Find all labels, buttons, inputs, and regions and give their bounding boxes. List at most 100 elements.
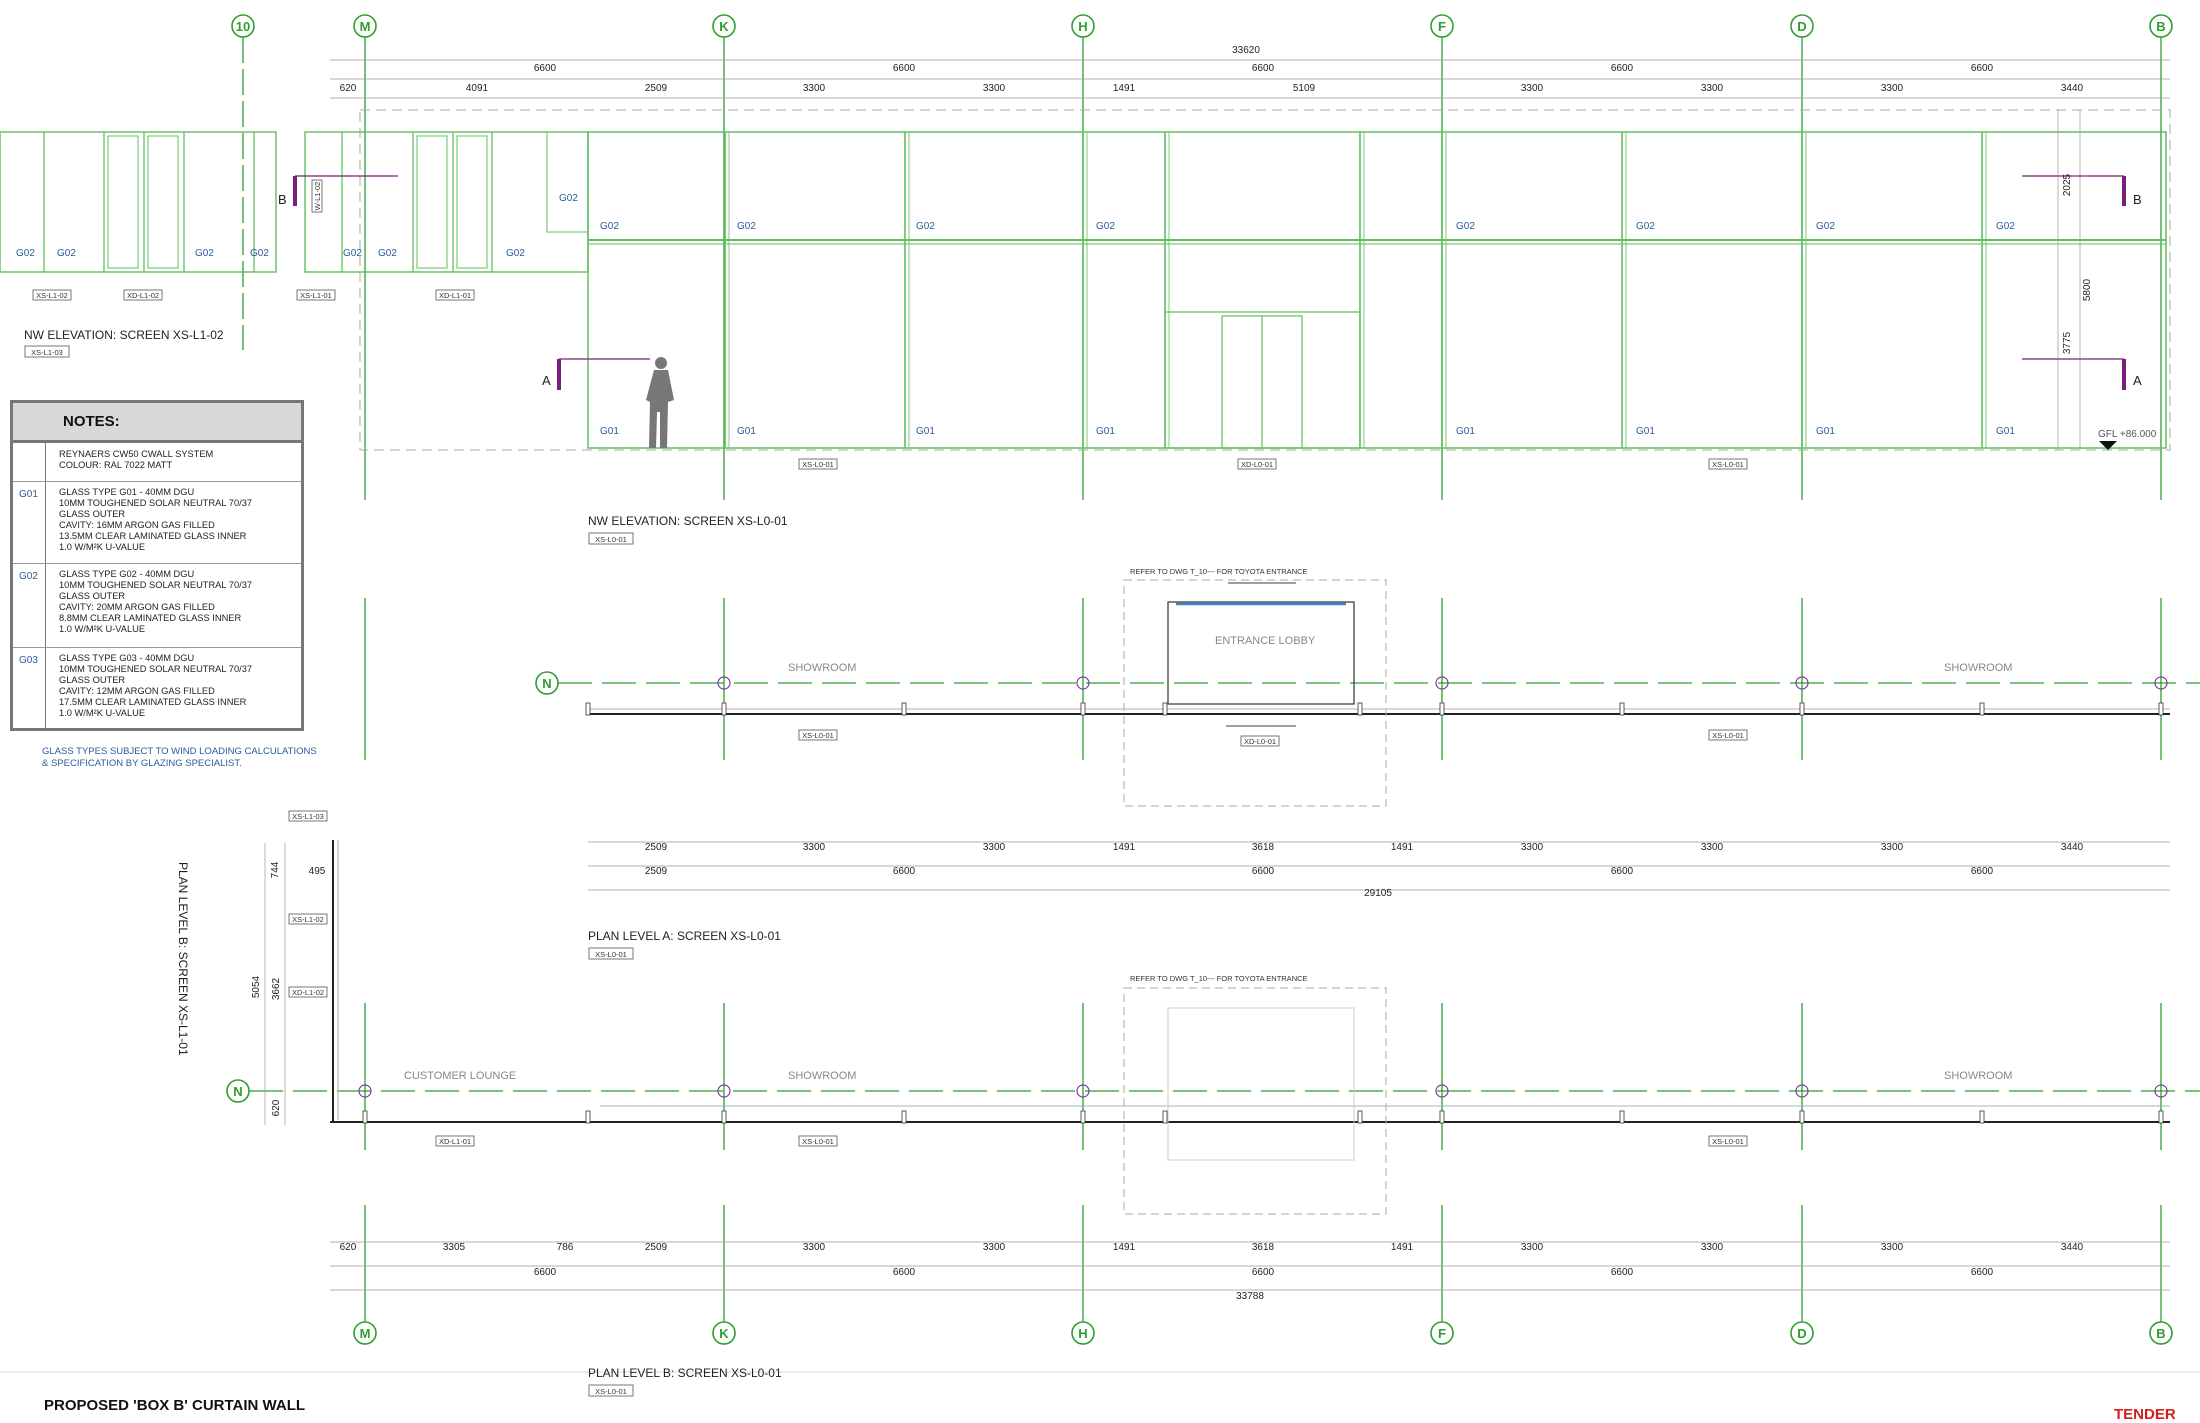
note-line: 10MM TOUGHENED SOLAR NEUTRAL 70/37 xyxy=(59,580,253,590)
grid-label: M xyxy=(360,19,371,34)
dimension: 5800 xyxy=(2082,278,2093,301)
elevation-l1-title: NW ELEVATION: SCREEN XS-L1-02 XS-L1-03 xyxy=(24,328,224,358)
side-plan-texts: PLAN LEVEL B: SCREEN XS-L1-01 XS-L1-03 X… xyxy=(176,810,328,1116)
grid-label: K xyxy=(719,19,729,34)
grid-node xyxy=(2154,1084,2168,1098)
grid-label: N xyxy=(542,676,551,691)
dimension: 3300 xyxy=(1701,83,1724,94)
ref-tag: XS-L0-01 xyxy=(802,460,834,469)
grid-node xyxy=(717,1084,731,1098)
elevation-l1-labels: G02 G02 G02 G02 G02 G02 G02 G02 xyxy=(16,193,578,259)
note-item: REYNAERS CW50 CWALL SYSTEM COLOUR: RAL 7… xyxy=(13,443,301,482)
dimension: 786 xyxy=(557,1242,574,1253)
mullion-plan xyxy=(1799,1110,1805,1124)
dimension: 1491 xyxy=(1391,842,1414,853)
ref-tag: XS-L0-01 xyxy=(802,731,834,740)
grid-bubbles-bottom: M K H F D B xyxy=(353,1321,2173,1345)
note-line: REYNAERS CW50 CWALL SYSTEM xyxy=(59,449,214,459)
grid-label: H xyxy=(1078,19,1087,34)
dimension: 3440 xyxy=(2061,1242,2084,1253)
glass-label: G01 xyxy=(1816,426,1835,437)
mullion-plan xyxy=(901,1110,907,1124)
notes-heading: NOTES: xyxy=(13,403,301,443)
dimension: 5109 xyxy=(1293,83,1316,94)
note-text: GLASS TYPE G02 - 40MM DGU 10MM TOUGHENED… xyxy=(59,569,297,635)
dimension: 6600 xyxy=(534,1267,557,1278)
elevation-l1-refs: XS-L1-02 XD-L1-02 XS-L1-01 XD-L1-01 W-L1… xyxy=(32,179,475,301)
note-line: 13.5MM CLEAR LAMINATED GLASS INNER xyxy=(59,531,247,541)
dimension: 2509 xyxy=(645,1242,668,1253)
glass-label: G02 xyxy=(343,248,362,259)
dimension: 3300 xyxy=(803,842,826,853)
grid-node xyxy=(1076,676,1090,690)
glass-note-line: & SPECIFICATION BY GLAZING SPECIALIST. xyxy=(42,758,242,769)
mullion-plan xyxy=(585,702,591,716)
overall-dimension: 33788 xyxy=(1236,1291,1264,1302)
grid-bubble xyxy=(712,14,736,38)
grid-bubble xyxy=(1430,1321,1454,1345)
notes-body: REYNAERS CW50 CWALL SYSTEM COLOUR: RAL 7… xyxy=(13,443,301,728)
dimension: 3300 xyxy=(983,1242,1006,1253)
elevation-frames xyxy=(0,109,2171,451)
grid-node xyxy=(1435,676,1449,690)
grid-bubble xyxy=(2149,1321,2173,1345)
mullion-plan xyxy=(721,702,727,716)
grid-label: B xyxy=(2156,1326,2165,1341)
dimension: 3618 xyxy=(1252,1242,1275,1253)
mullion-plan xyxy=(362,1110,368,1124)
grid-label: B xyxy=(2156,19,2165,34)
ref-tag: XD-L1-01 xyxy=(439,291,471,300)
room-label: CUSTOMER LOUNGE xyxy=(404,1070,516,1082)
mullion-plan xyxy=(1619,1110,1625,1124)
dimension: 3300 xyxy=(1881,83,1904,94)
mullion-plan xyxy=(1439,1110,1445,1124)
mullion-plan xyxy=(585,1110,591,1124)
mullion-plan xyxy=(1979,1110,1985,1124)
glass-label: G02 xyxy=(1816,221,1835,232)
room-label: ENTRANCE LOBBY xyxy=(1215,635,1316,647)
note-line: 10MM TOUGHENED SOLAR NEUTRAL 70/37 xyxy=(59,664,253,674)
grid-label: 10 xyxy=(236,19,250,34)
grid-label: K xyxy=(719,1326,729,1341)
dimension: 2509 xyxy=(645,83,668,94)
notes-panel: NOTES: REYNAERS CW50 CWALL SYSTEM COLOUR… xyxy=(10,400,304,731)
grid-node xyxy=(717,676,731,690)
dimension: 3300 xyxy=(1881,1242,1904,1253)
dimension: 3662 xyxy=(271,977,282,1000)
ref-tag: XD-L1-02 xyxy=(127,291,159,300)
dimension: 620 xyxy=(340,1242,357,1253)
note-line: 8.8MM CLEAR LAMINATED GLASS INNER xyxy=(59,613,242,623)
door-leaf xyxy=(416,135,448,269)
dimension: 3300 xyxy=(803,83,826,94)
level-marker: GFL +86.000 xyxy=(2098,429,2157,450)
elevation-l0-refs: XS-L0-01 XD-L0-01 XS-L0-01 xyxy=(798,458,1748,470)
grid-bubble xyxy=(1071,1321,1095,1345)
glass-label: G02 xyxy=(195,248,214,259)
elevation-envelope xyxy=(359,109,2171,451)
elevation-l0-upper-labels: G02 G02 G02 G02 G02 G02 G02 G02 xyxy=(600,221,2015,232)
mullion-plan xyxy=(1080,1110,1086,1124)
dimension: 6600 xyxy=(1252,866,1275,877)
glass-label: G02 xyxy=(1096,221,1115,232)
note-tag: G03 xyxy=(19,655,38,666)
section-mark: A xyxy=(542,373,551,388)
section-mark: B xyxy=(278,192,287,207)
dimension: 3618 xyxy=(1252,842,1275,853)
grid-node xyxy=(2154,676,2168,690)
grid-lines xyxy=(242,37,2200,1322)
glass-label: G01 xyxy=(1456,426,1475,437)
ref-tag: XD-L1-02 xyxy=(292,988,324,997)
mullion-plan xyxy=(1619,702,1625,716)
dimension: 3300 xyxy=(1881,842,1904,853)
view-tag: XS-L1-03 xyxy=(31,348,63,357)
glass-label: G02 xyxy=(1456,221,1475,232)
overall-dimension: 33620 xyxy=(1232,45,1260,56)
ref-tag: XS-L0-01 xyxy=(802,1137,834,1146)
note-text: GLASS TYPE G01 - 40MM DGU 10MM TOUGHENED… xyxy=(59,487,297,553)
grid-node xyxy=(1795,1084,1809,1098)
glass-label: G02 xyxy=(737,221,756,232)
dimension: 3440 xyxy=(2061,83,2084,94)
note-line: 17.5MM CLEAR LAMINATED GLASS INNER xyxy=(59,697,247,707)
grid-bubble xyxy=(353,1321,377,1345)
